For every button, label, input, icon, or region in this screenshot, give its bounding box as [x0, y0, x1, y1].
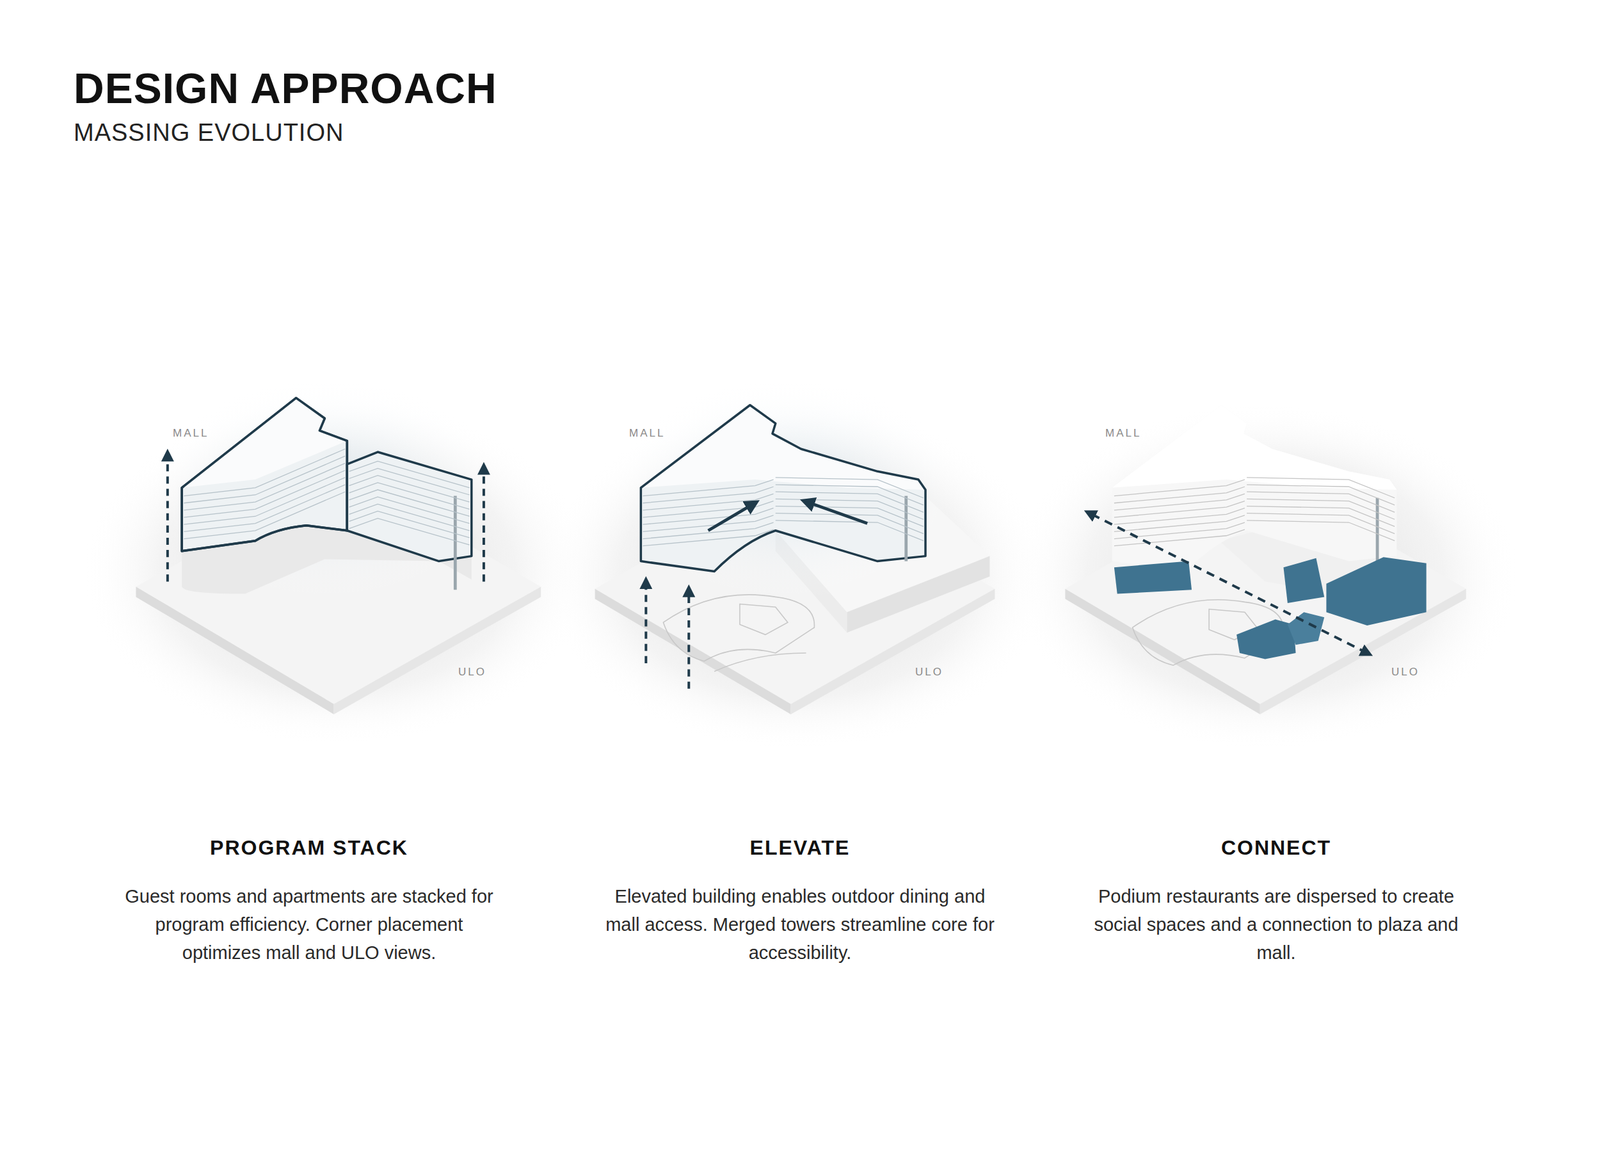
floor-line — [643, 501, 774, 518]
step-heading: ELEVATE — [608, 835, 992, 860]
floor-line — [1246, 477, 1395, 498]
floor-line — [349, 468, 470, 495]
floor-line — [349, 475, 470, 502]
site-label: ULO — [915, 665, 944, 679]
site-label: MALL — [629, 426, 665, 440]
floor-line — [183, 484, 345, 532]
floor-line — [183, 491, 345, 539]
floor-line — [1114, 515, 1245, 532]
floor-line — [183, 448, 345, 496]
floor-line — [1114, 529, 1245, 546]
floor-line — [775, 520, 924, 541]
panel-elevate — [540, 377, 1051, 751]
site-label: MALL — [1105, 426, 1142, 440]
floor-line — [1114, 479, 1245, 496]
step-description: Elevated building enables outdoor dining… — [598, 881, 1002, 967]
floor-line — [183, 470, 345, 518]
page-title: DESIGN APPROACH — [73, 64, 498, 113]
floor-line — [1246, 498, 1395, 520]
site-label: ULO — [458, 665, 487, 679]
step-heading: PROGRAM STACK — [117, 835, 502, 860]
floor-line — [1114, 486, 1245, 504]
floor-line — [1246, 520, 1395, 541]
floor-line — [643, 486, 774, 504]
floor-line — [775, 484, 924, 505]
floor-line — [349, 482, 470, 509]
floor-line — [349, 460, 470, 488]
step-description: Guest rooms and apartments are stacked f… — [113, 881, 505, 967]
page-subtitle: MASSING EVOLUTION — [73, 119, 344, 147]
floor-line — [183, 477, 345, 525]
floor-line — [1246, 513, 1395, 534]
floor-line — [1114, 501, 1245, 518]
floor-line — [1246, 506, 1395, 527]
floor-line — [349, 503, 470, 530]
floor-line — [643, 479, 774, 496]
floor-line — [183, 455, 345, 503]
floor-line — [1246, 491, 1395, 512]
floor-line — [349, 518, 470, 545]
floor-line — [349, 510, 470, 537]
floor-line — [775, 477, 924, 498]
floor-line — [183, 463, 345, 511]
floor-line — [1114, 493, 1245, 511]
site-label: ULO — [1391, 665, 1420, 679]
step-description: Podium restaurants are dispersed to crea… — [1074, 881, 1478, 967]
floor-line — [1246, 484, 1395, 505]
floor-line — [349, 489, 470, 516]
floor-line — [643, 493, 774, 511]
floor-line — [643, 508, 774, 525]
floor-line — [775, 491, 924, 512]
floor-line — [349, 496, 470, 523]
site-label: MALL — [172, 426, 209, 440]
panel-connect — [1009, 403, 1520, 751]
panel-program-stack — [81, 377, 592, 745]
floor-line — [1114, 508, 1245, 525]
step-heading: CONNECT — [1084, 835, 1469, 860]
floor-line — [643, 529, 774, 546]
